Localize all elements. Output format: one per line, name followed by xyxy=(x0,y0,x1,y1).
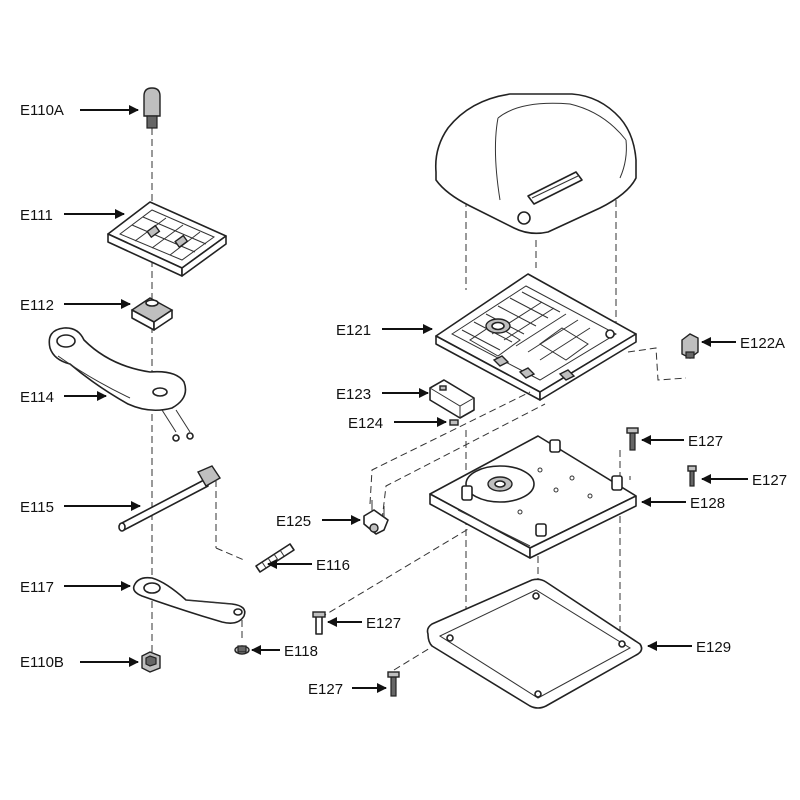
label-e110a: E110A xyxy=(20,102,64,119)
label-e127-d: E127 xyxy=(308,681,343,698)
label-e127-c: E127 xyxy=(366,615,401,632)
label-e125: E125 xyxy=(276,513,311,530)
part-e124-pin xyxy=(449,419,459,426)
part-e128-baseplate xyxy=(429,435,637,559)
label-e129: E129 xyxy=(696,639,731,656)
part-e115-rod xyxy=(118,465,245,561)
part-e110a-knob xyxy=(143,87,161,129)
part-e123-bracket xyxy=(429,379,475,419)
label-e110b: E110B xyxy=(20,654,64,671)
part-e118-screw xyxy=(234,620,250,655)
label-e124: E124 xyxy=(348,415,383,432)
part-e117-link xyxy=(132,576,246,624)
label-e111: E111 xyxy=(20,207,53,224)
part-e112-block xyxy=(130,297,174,331)
part-e127-screw-a xyxy=(626,427,639,451)
label-e123: E123 xyxy=(336,386,371,403)
part-e127-screw-d xyxy=(387,647,431,697)
label-e114: E114 xyxy=(20,389,54,406)
part-e121-plate xyxy=(435,273,637,401)
part-e127-screw-b xyxy=(687,465,697,487)
label-e112: E112 xyxy=(20,297,54,314)
part-e127-screw-c xyxy=(312,527,471,635)
part-e110b-nut xyxy=(141,651,161,673)
part-cover xyxy=(434,93,637,235)
part-e122a-connector xyxy=(627,333,699,381)
label-e118: E118 xyxy=(284,643,318,660)
label-e127-b: E127 xyxy=(752,472,787,489)
label-e115: E115 xyxy=(20,499,54,516)
part-e125-clip xyxy=(363,500,389,535)
label-e117: E117 xyxy=(20,579,54,596)
label-e121: E121 xyxy=(336,322,371,339)
label-e122a: E122A xyxy=(740,335,785,352)
part-e114-lever xyxy=(48,327,194,442)
label-e128: E128 xyxy=(690,495,725,512)
part-e129-bottom xyxy=(426,578,643,709)
part-e116-spring xyxy=(255,543,295,573)
part-e111-plate xyxy=(107,201,227,277)
label-e116: E116 xyxy=(316,557,350,574)
label-e127-a: E127 xyxy=(688,433,723,450)
